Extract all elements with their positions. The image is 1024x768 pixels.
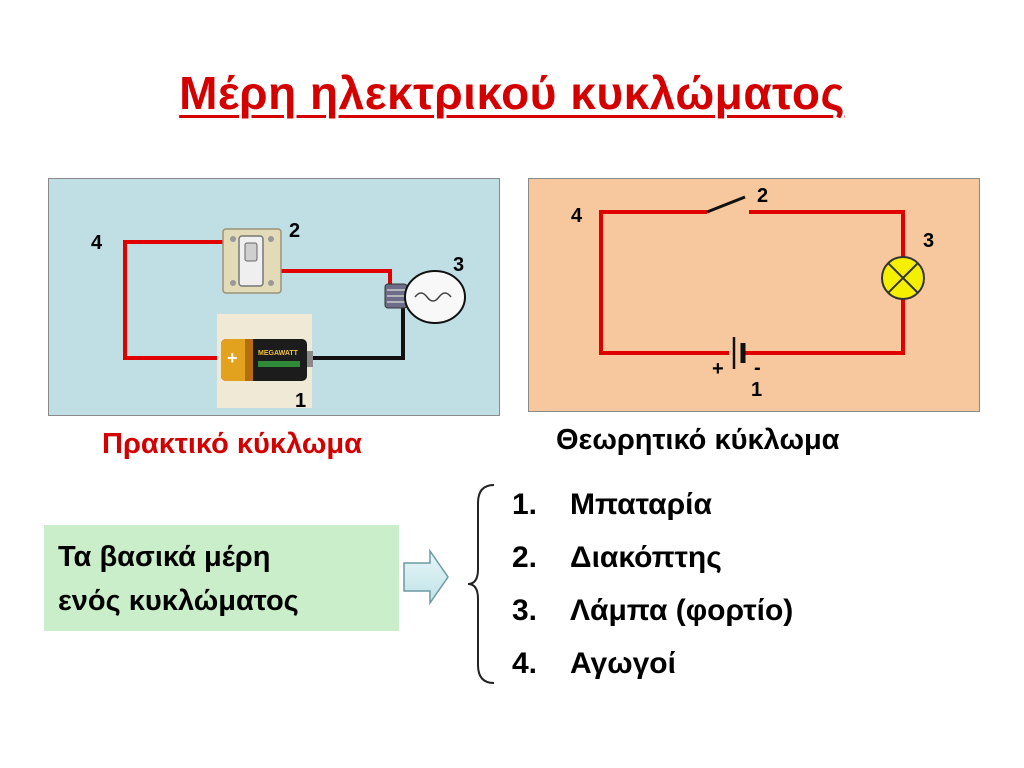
list-item-number: 2. [512, 541, 538, 574]
left-brace-icon [467, 484, 495, 684]
theoretical-circuit-panel: + - 4 2 3 1 [528, 178, 980, 412]
schematic-switch [706, 195, 746, 214]
schematic-wire-right [745, 299, 905, 355]
note-line-2: ενός κυκλώματος [58, 585, 299, 617]
schematic-lamp-symbol [881, 256, 925, 300]
black-wire [311, 307, 405, 360]
red-wire-top [263, 269, 392, 297]
note-line-1: Τα βασικά μέρη [58, 541, 271, 573]
list-item: 4. Αγωγοί [512, 642, 793, 695]
list-item-text: Λάμπα (φορτίο) [570, 594, 794, 627]
list-item-number: 4. [512, 647, 538, 680]
svg-text:+: + [227, 348, 238, 368]
right-arrow-icon [403, 548, 449, 606]
practical-label-switch: 2 [289, 220, 300, 242]
slide-title: Μέρη ηλεκτρικού κυκλώματος [179, 67, 845, 119]
practical-circuit-caption: Πρακτικό κύκλωμα [102, 428, 362, 460]
list-item-number: 3. [512, 594, 538, 627]
circuit-schematic: + - 4 2 3 1 [571, 185, 934, 401]
practical-circuit-panel: + MEGAWATT 4 2 3 1 [48, 178, 500, 416]
red-wire-left [123, 240, 224, 360]
theory-label-switch: 2 [757, 185, 768, 207]
basic-parts-note: Τα βασικά μέρη ενός κυκλώματος [44, 525, 399, 631]
list-item: 3. Λάμπα (φορτίο) [512, 589, 793, 642]
practical-circuit-illustration: + MEGAWATT 4 2 3 1 [91, 220, 466, 412]
schematic-plus-sign: + [712, 358, 724, 380]
schematic-minus-sign: - [754, 357, 761, 379]
list-item-text: Αγωγοί [570, 647, 676, 680]
battery-illustration: + MEGAWATT [217, 314, 313, 408]
list-item-text: Μπαταρία [570, 488, 712, 521]
schematic-wire-top [749, 210, 905, 257]
lamp-illustration [384, 270, 466, 324]
switch-illustration [222, 228, 282, 294]
practical-label-battery: 1 [295, 390, 306, 412]
theory-label-battery: 1 [751, 379, 762, 401]
list-item-text: Διακόπτης [570, 541, 722, 574]
list-item: 1. Μπαταρία [512, 483, 793, 536]
list-item-number: 1. [512, 488, 538, 521]
list-item: 2. Διακόπτης [512, 536, 793, 589]
practical-label-lamp: 3 [453, 254, 464, 276]
theoretical-circuit-caption: Θεωρητικό κύκλωμα [556, 424, 840, 456]
schematic-battery-symbol [732, 337, 746, 369]
theory-label-wire: 4 [571, 205, 583, 227]
practical-label-wire: 4 [91, 232, 103, 254]
parts-list: 1.Μπαταρία 2.Διακόπτης 3.Λάμπα (φορτίο) … [512, 483, 793, 695]
theory-label-lamp: 3 [923, 230, 934, 252]
battery-brand-text: MEGAWATT [258, 350, 299, 357]
schematic-wire-left [599, 210, 729, 355]
